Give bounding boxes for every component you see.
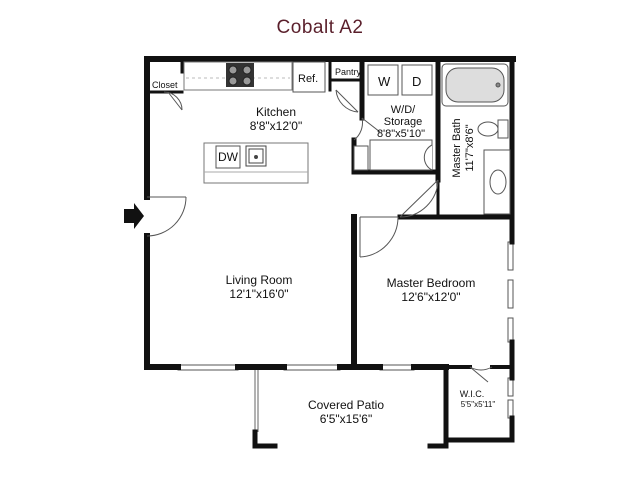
entry-arrow-icon xyxy=(124,203,144,229)
master-bath-name: Master Bath xyxy=(451,118,463,177)
covered-patio-size: 6'5"x15'6" xyxy=(320,412,372,426)
walls xyxy=(144,56,516,449)
room-labels: Closet Ref. Pantry W D Kitchen 8'8"x12'0… xyxy=(152,67,495,426)
washer-dryer xyxy=(367,64,433,96)
toilet-icon xyxy=(477,119,509,139)
living-room-size: 12'1"x16'0" xyxy=(229,287,288,301)
ref-label: Ref. xyxy=(298,73,318,85)
covered-patio-name: Covered Patio xyxy=(308,398,384,412)
closet-label: Closet xyxy=(152,80,178,90)
storage-fixtures xyxy=(353,139,433,171)
master-bedroom-size: 12'6"x12'0" xyxy=(401,290,460,304)
living-room-name: Living Room xyxy=(226,273,293,287)
bathtub-icon xyxy=(441,63,509,107)
washer-label: W xyxy=(378,74,391,89)
wic-size: 5'5"x5'11" xyxy=(461,400,496,409)
master-bath-size: 11'7"x8'6" xyxy=(464,124,476,171)
refrigerator xyxy=(292,61,326,93)
vanity-icon xyxy=(483,149,511,215)
doors xyxy=(146,89,493,383)
dryer-label: D xyxy=(412,74,421,89)
master-bedroom-name: Master Bedroom xyxy=(387,276,476,290)
wd-storage-size: 8'8"x5'10" xyxy=(377,128,425,140)
wic-name: W.I.C. xyxy=(460,389,485,399)
range-icon xyxy=(226,63,254,87)
sink-icon xyxy=(245,145,267,167)
kitchen-name: Kitchen xyxy=(256,105,296,119)
wd-storage-name-line1: W/D/ xyxy=(391,104,416,116)
kitchen-size: 8'8"x12'0" xyxy=(250,119,302,133)
dishwasher-label: DW xyxy=(218,150,239,164)
plan-title: Cobalt A2 xyxy=(276,17,364,38)
wd-storage-name-line2: Storage xyxy=(384,116,423,128)
pantry-label: Pantry xyxy=(335,67,362,77)
